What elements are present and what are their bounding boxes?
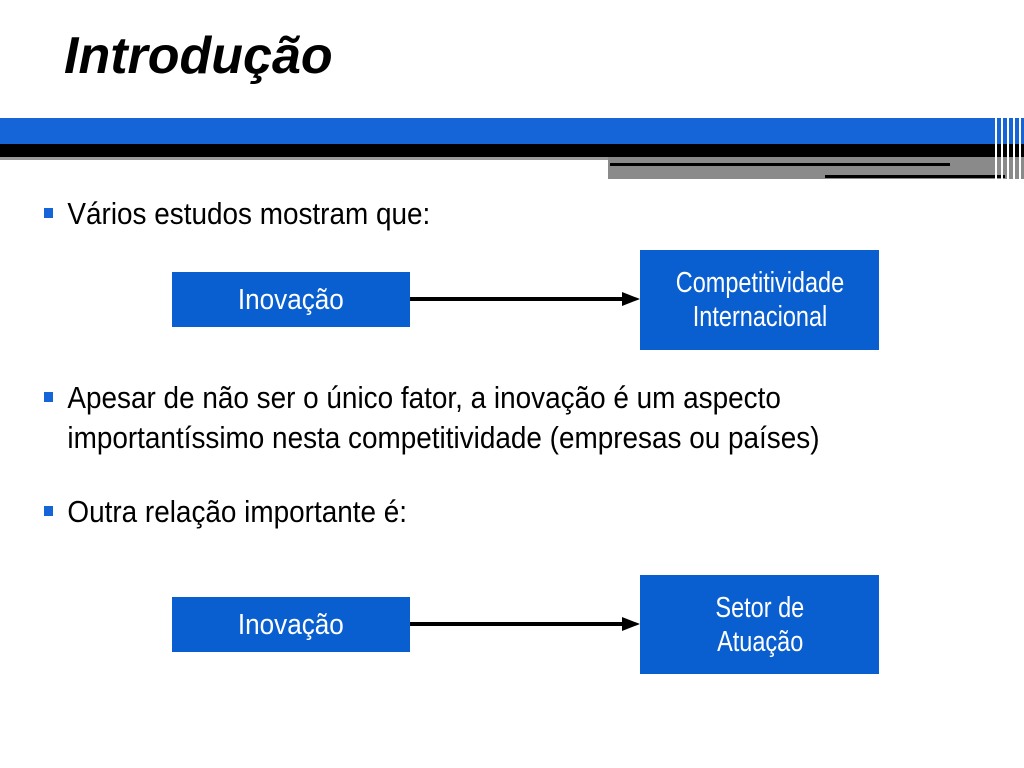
header-stripes bbox=[992, 118, 1024, 180]
header-bar-blue bbox=[0, 118, 1024, 144]
header-bar-black bbox=[0, 144, 1024, 157]
header-bar-gray-right bbox=[608, 157, 1024, 179]
header-bar-gray-left bbox=[0, 157, 608, 160]
diagram2-source-box: Inovação bbox=[172, 597, 410, 652]
diagram2-arrow-icon bbox=[410, 617, 640, 631]
diagram1-target-line-2: Internacional bbox=[692, 301, 827, 333]
diagram1-arrow-icon bbox=[410, 292, 640, 306]
bullet-text: Vários estudos mostram que: bbox=[67, 196, 431, 231]
diagram1-target-line-1: Competitividade bbox=[675, 267, 844, 299]
slide-title: Introdução bbox=[64, 27, 333, 85]
diagram1-source-label: Inovação bbox=[238, 283, 344, 316]
bullet-item: Apesar de não ser o único fator, a inova… bbox=[44, 378, 819, 458]
bullet-item: Outra relação importante é: bbox=[44, 492, 407, 532]
bullet-text-line-2: importantíssimo nesta competitividade (e… bbox=[67, 420, 820, 455]
bullet-square-icon bbox=[44, 392, 53, 402]
bullet-text-line-1: Apesar de não ser o único fator, a inova… bbox=[67, 380, 781, 415]
diagram2-target-box: Setor de Atuação bbox=[640, 575, 879, 674]
diagram1-target-box: Competitividade Internacional bbox=[640, 250, 879, 350]
header-line-lower bbox=[825, 175, 1005, 178]
bullet-item: Vários estudos mostram que: bbox=[44, 194, 430, 234]
diagram1-source-box: Inovação bbox=[172, 272, 410, 327]
diagram2-target-line-1: Setor de bbox=[715, 591, 804, 624]
header-line-upper bbox=[610, 163, 950, 166]
bullet-text: Outra relação importante é: bbox=[67, 494, 408, 529]
bullet-square-icon bbox=[44, 208, 53, 218]
diagram2-source-label: Inovação bbox=[238, 608, 344, 641]
diagram2-target-line-2: Atuação bbox=[716, 625, 803, 658]
bullet-square-icon bbox=[44, 506, 53, 516]
